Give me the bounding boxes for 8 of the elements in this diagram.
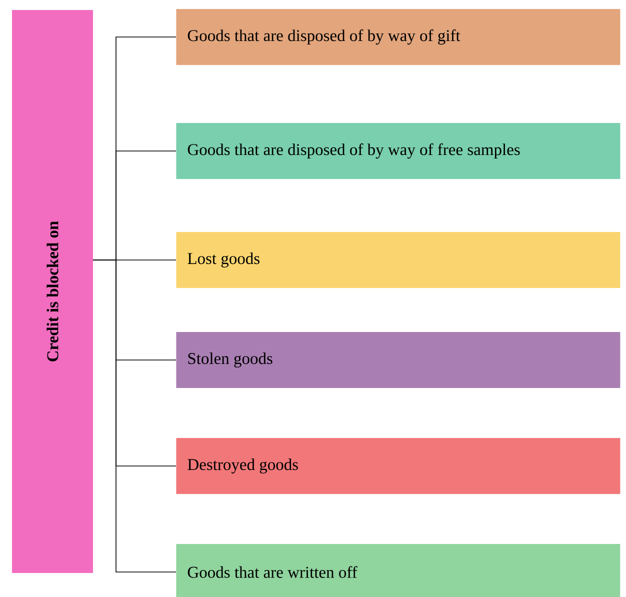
item-box: Destroyed goods [176,438,620,494]
item-box: Lost goods [176,232,620,288]
item-box: Goods that are disposed of by way of free samples [176,123,620,179]
item-box: Goods that are disposed of by way of gift [176,9,620,65]
connector-line [92,260,176,572]
item-box: Goods that are written off [176,544,620,597]
category-bar: Credit is blocked on [12,10,93,573]
item-box: Stolen goods [176,332,620,388]
